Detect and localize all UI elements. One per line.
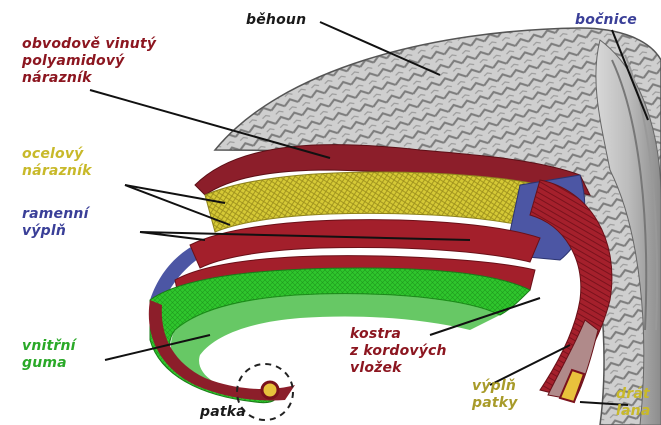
- label-carcass: kostra z kordových vložek: [350, 326, 447, 377]
- label-bead: patka: [200, 404, 246, 421]
- label-shoulder-filler: ramenní výplň: [22, 206, 89, 240]
- inner-liner-shade: [171, 294, 500, 392]
- label-bead-filler: výplň patky: [472, 378, 518, 412]
- label-bead-wire: drát lana: [616, 386, 650, 420]
- label-steel-belt: ocelový nárazník: [22, 146, 92, 180]
- bead-wire-left: [262, 382, 278, 398]
- label-sidewall: bočnice: [575, 12, 637, 29]
- label-tread: běhoun: [246, 12, 306, 29]
- label-polyamide-belt: obvodově vinutý polyamidový nárazník: [22, 36, 156, 87]
- label-inner-liner: vnitřní guma: [22, 338, 76, 372]
